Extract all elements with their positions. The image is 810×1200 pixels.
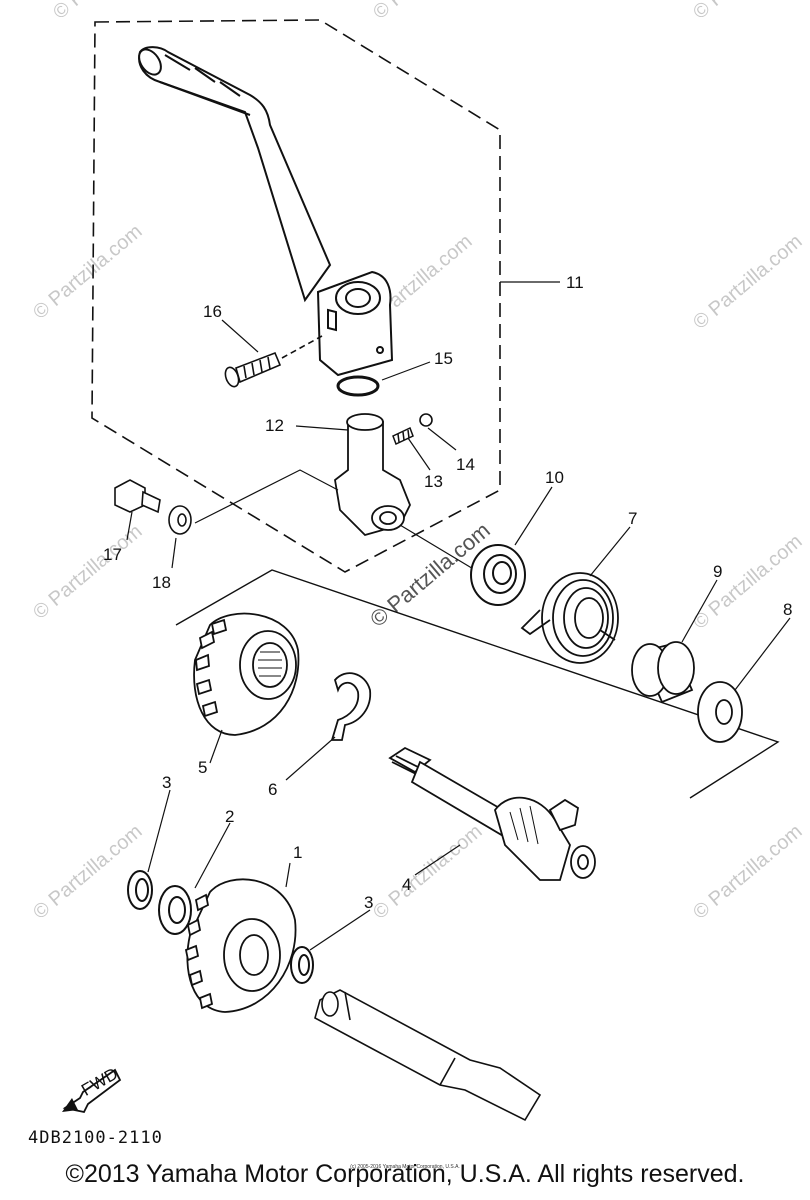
watermark: © Partzilla.com — [689, 820, 806, 923]
circlip-3a — [127, 870, 153, 910]
shaft — [314, 989, 542, 1122]
watermark: © Partzilla.com — [29, 520, 146, 623]
washer-18 — [168, 505, 192, 535]
callout-12: 12 — [265, 416, 284, 435]
drawing-code: 4DB2100-2110 — [28, 1128, 163, 1148]
callout-5: 5 — [198, 758, 207, 777]
oil-seal-10 — [470, 544, 526, 606]
circlip-3b — [290, 946, 314, 984]
bolt-16 — [224, 335, 323, 388]
o-ring-15 — [336, 375, 380, 397]
callout-labels: 1 2 3 3 4 5 6 7 8 9 10 11 12 13 14 15 16… — [103, 273, 792, 912]
torsion-spring-7 — [520, 572, 619, 664]
callout-2: 2 — [225, 807, 234, 826]
leader-lines — [126, 281, 791, 951]
callout-17: 17 — [103, 545, 122, 564]
callout-3: 3 — [364, 893, 373, 912]
ratchet-gear-5 — [193, 612, 300, 736]
watermark: © Partzilla.com — [689, 230, 806, 333]
small-credit: (c) 2005-2016 Yamaha Motor Corporation, … — [350, 1164, 460, 1170]
kick-lever — [138, 46, 394, 377]
ball-14 — [419, 413, 433, 427]
group-outline — [175, 569, 780, 799]
watermark: © Partzilla.com — [29, 820, 146, 923]
callout-7: 7 — [628, 509, 637, 528]
callout-10: 10 — [545, 468, 564, 487]
callout-3: 3 — [162, 773, 171, 792]
callout-18: 18 — [152, 573, 171, 592]
washer-2 — [158, 885, 192, 935]
watermark: © Partzilla.com — [49, 0, 166, 24]
assembly-outline-11 — [91, 19, 501, 573]
callout-4: 4 — [402, 875, 411, 894]
callout-15: 15 — [434, 349, 453, 368]
callout-1: 1 — [293, 843, 302, 862]
watermark: © Partzilla.com — [29, 220, 146, 323]
watermark: © Partzilla.com — [689, 0, 806, 24]
watermark: © Partzilla.com — [369, 820, 486, 923]
callout-13: 13 — [424, 472, 443, 491]
fwd-arrow: FWD — [62, 1064, 122, 1114]
callout-14: 14 — [456, 455, 475, 474]
bolt-17 — [114, 479, 161, 514]
leader-line — [399, 524, 476, 571]
callout-6: 6 — [268, 780, 277, 799]
kick-boss-12 — [334, 413, 411, 537]
collar-9 — [631, 641, 695, 704]
kick-gear-1 — [184, 878, 297, 1013]
clip-6 — [330, 672, 372, 741]
watermark: © Partzilla.com — [369, 0, 486, 24]
callout-16: 16 — [203, 302, 222, 321]
copyright-notice: ©2013 Yamaha Motor Corporation, U.S.A. A… — [65, 1160, 745, 1188]
callout-11: 11 — [566, 273, 584, 292]
leader-line — [194, 469, 339, 524]
spring-13 — [392, 426, 414, 446]
callout-8: 8 — [783, 600, 792, 619]
washer-8 — [697, 681, 743, 743]
callout-9: 9 — [713, 562, 722, 581]
kick-axle-4 — [388, 746, 596, 881]
